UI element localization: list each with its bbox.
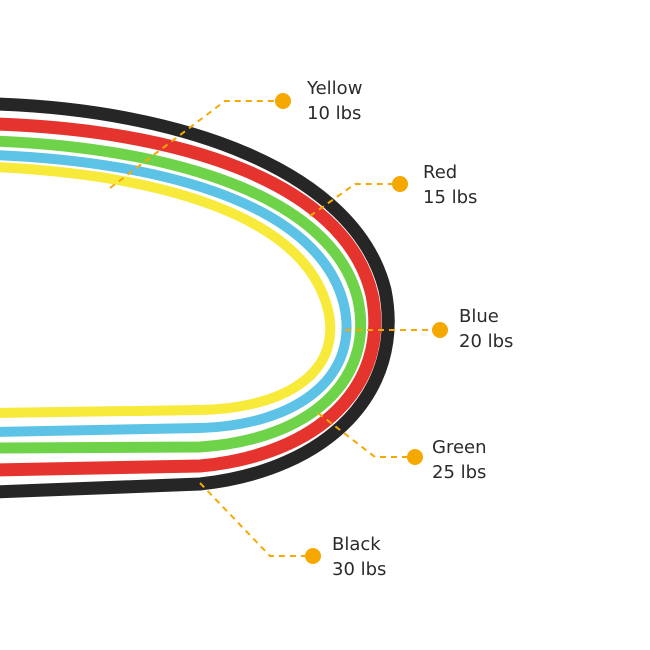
green-color-name: Green <box>432 437 487 458</box>
red-label: Red 15 lbs <box>423 160 477 210</box>
green-band <box>0 135 367 454</box>
black-band <box>0 97 395 499</box>
black-weight: 30 lbs <box>332 559 387 580</box>
red-leader-line <box>309 183 400 217</box>
yellow-leader-line <box>109 100 283 189</box>
black-color-name: Black <box>332 534 381 555</box>
red-band <box>0 117 382 477</box>
red-marker-dot <box>392 176 408 192</box>
yellow-weight: 10 lbs <box>307 103 362 124</box>
yellow-label: Yellow 10 lbs <box>307 76 362 126</box>
green-label: Green 25 lbs <box>432 435 487 485</box>
green-leader-line <box>317 412 415 458</box>
yellow-band <box>0 162 336 418</box>
blue-label: Blue 20 lbs <box>459 304 513 354</box>
red-color-name: Red <box>423 162 458 183</box>
blue-marker-dot <box>432 322 448 338</box>
blue-color-name: Blue <box>459 306 499 327</box>
yellow-color-name: Yellow <box>307 78 363 99</box>
black-leader-line <box>199 482 313 557</box>
yellow-marker-dot <box>275 93 291 109</box>
red-weight: 15 lbs <box>423 187 478 208</box>
green-marker-dot <box>407 449 423 465</box>
blue-band <box>0 150 352 437</box>
black-marker-dot <box>305 548 321 564</box>
black-label: Black 30 lbs <box>332 532 386 582</box>
blue-weight: 20 lbs <box>459 331 514 352</box>
green-weight: 25 lbs <box>432 462 487 483</box>
